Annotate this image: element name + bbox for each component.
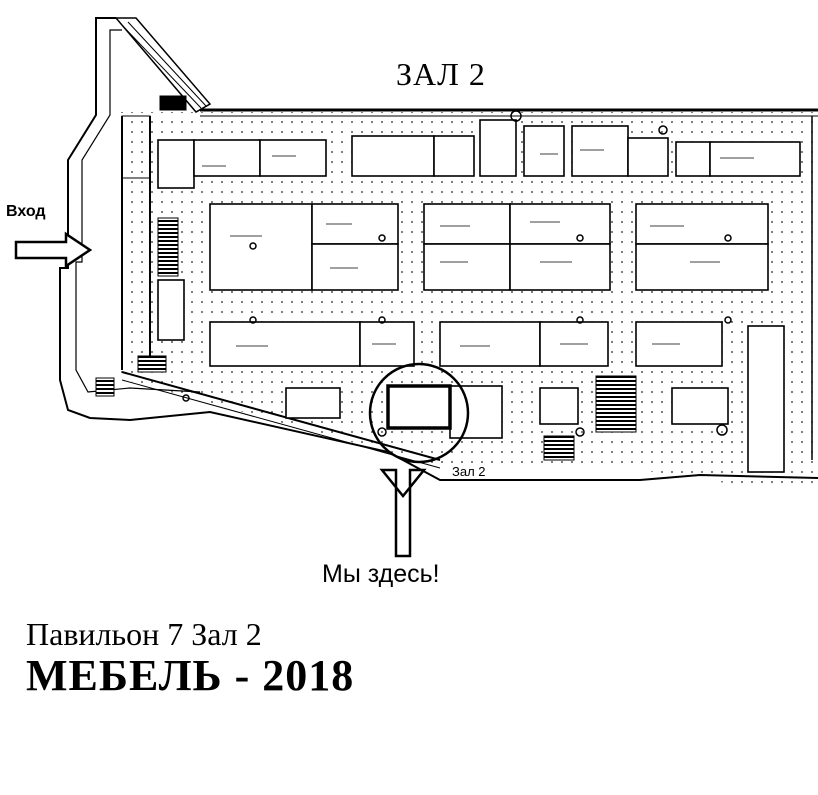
hall-marker-label: Зал 2	[452, 464, 486, 479]
stairs-and-service	[95, 217, 637, 461]
hall-title: ЗАЛ 2	[396, 56, 486, 92]
you-are-here-marker	[368, 362, 470, 464]
event-label: МЕБЕЛЬ - 2018	[26, 651, 355, 700]
ramp	[114, 17, 212, 113]
entrance-label: Вход	[6, 203, 46, 220]
you-are-here-arrow	[379, 468, 427, 558]
entrance-arrow	[14, 231, 93, 269]
stands	[157, 119, 801, 473]
columns	[182, 110, 732, 437]
pavilion-label: Павильон 7 Зал 2	[26, 616, 262, 652]
outer-walls	[59, 17, 818, 481]
you-are-here-label: Мы здесь!	[322, 560, 440, 588]
stand-markings	[202, 149, 754, 347]
